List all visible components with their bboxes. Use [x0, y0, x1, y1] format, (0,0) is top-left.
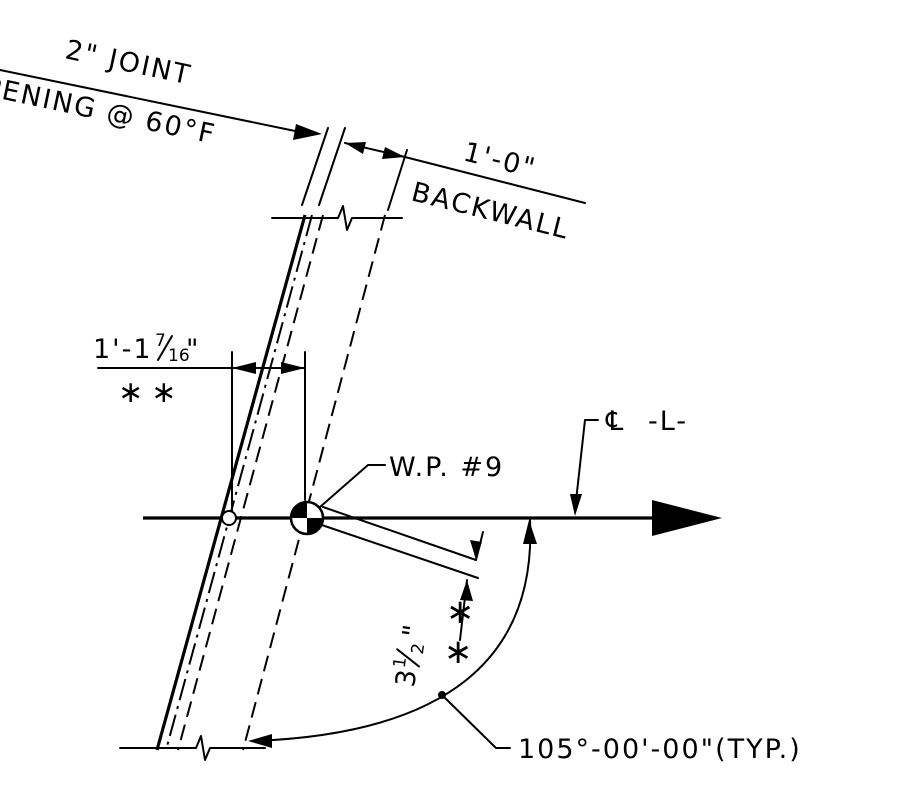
centerline-symbol: ℄: [605, 406, 625, 437]
skew-lines: [155, 127, 408, 751]
arrowhead-icon: [281, 362, 305, 374]
arrowhead-icon: [345, 142, 366, 154]
work-point-label: W.P. #9: [389, 452, 504, 483]
backwall-label: BACKWALL: [408, 177, 573, 246]
joint-witness-line-left: [301, 127, 329, 206]
small-dimension-numerator: 1: [390, 656, 411, 670]
centerline-label: -L-: [648, 406, 688, 437]
angle-label: 105°-00'-00"(TYP.): [518, 734, 802, 765]
arrowhead-icon: [382, 147, 405, 159]
skew-angle-dimension: 105°-00'-00"(TYP.): [248, 519, 802, 765]
joint-witness-line-right: [318, 127, 346, 206]
work-point-symbol-icon: [289, 500, 325, 536]
break-line-icon: [271, 205, 403, 231]
work-point-callout: W.P. #9: [319, 452, 504, 508]
small-dimension-whole: 3: [390, 666, 423, 689]
break-line-icon: [119, 735, 266, 761]
offset-dimension-denominator: 16: [168, 346, 190, 366]
arrowhead-icon: [460, 580, 473, 601]
arrowhead-icon: [523, 520, 537, 544]
joint-edge-hidden-line: [177, 214, 324, 751]
arrowhead-icon: [570, 494, 582, 516]
arrowhead-icon: [293, 124, 322, 140]
joint-opening-line1: 2" JOINT: [63, 35, 195, 92]
offset-dimension: 1'-1 7 16 " ∗∗: [93, 331, 306, 513]
offset-dimension-numerator: 7: [155, 331, 166, 351]
intersection-point: [221, 510, 237, 526]
offset-dimension-inch: ": [186, 334, 200, 365]
arrowhead-icon: [652, 500, 722, 536]
small-dimension-inch: ": [397, 621, 430, 640]
joint-centerline: [165, 214, 313, 751]
joint-opening-callout: 2" JOINT OPENING @ 60°F: [0, 35, 322, 151]
arrowhead-icon: [470, 540, 482, 560]
small-offset-dimension: 3 1 2 " ∗ ∗: [309, 506, 484, 689]
arrowhead-icon: [248, 734, 272, 748]
small-dimension-mark-2: ∗: [444, 632, 473, 672]
small-dimension-mark-1: ∗: [446, 592, 475, 632]
backwall-dimension-text: 1'-0": [460, 137, 539, 185]
backwall-hidden-line: [242, 214, 386, 751]
backwall-witness-line: [387, 149, 408, 211]
offset-dimension-marks: ∗∗: [118, 375, 184, 410]
offset-dimension-whole: 1'-1: [93, 334, 153, 365]
small-dimension-denominator: 2: [408, 642, 429, 656]
arrowhead-icon: [232, 362, 256, 374]
